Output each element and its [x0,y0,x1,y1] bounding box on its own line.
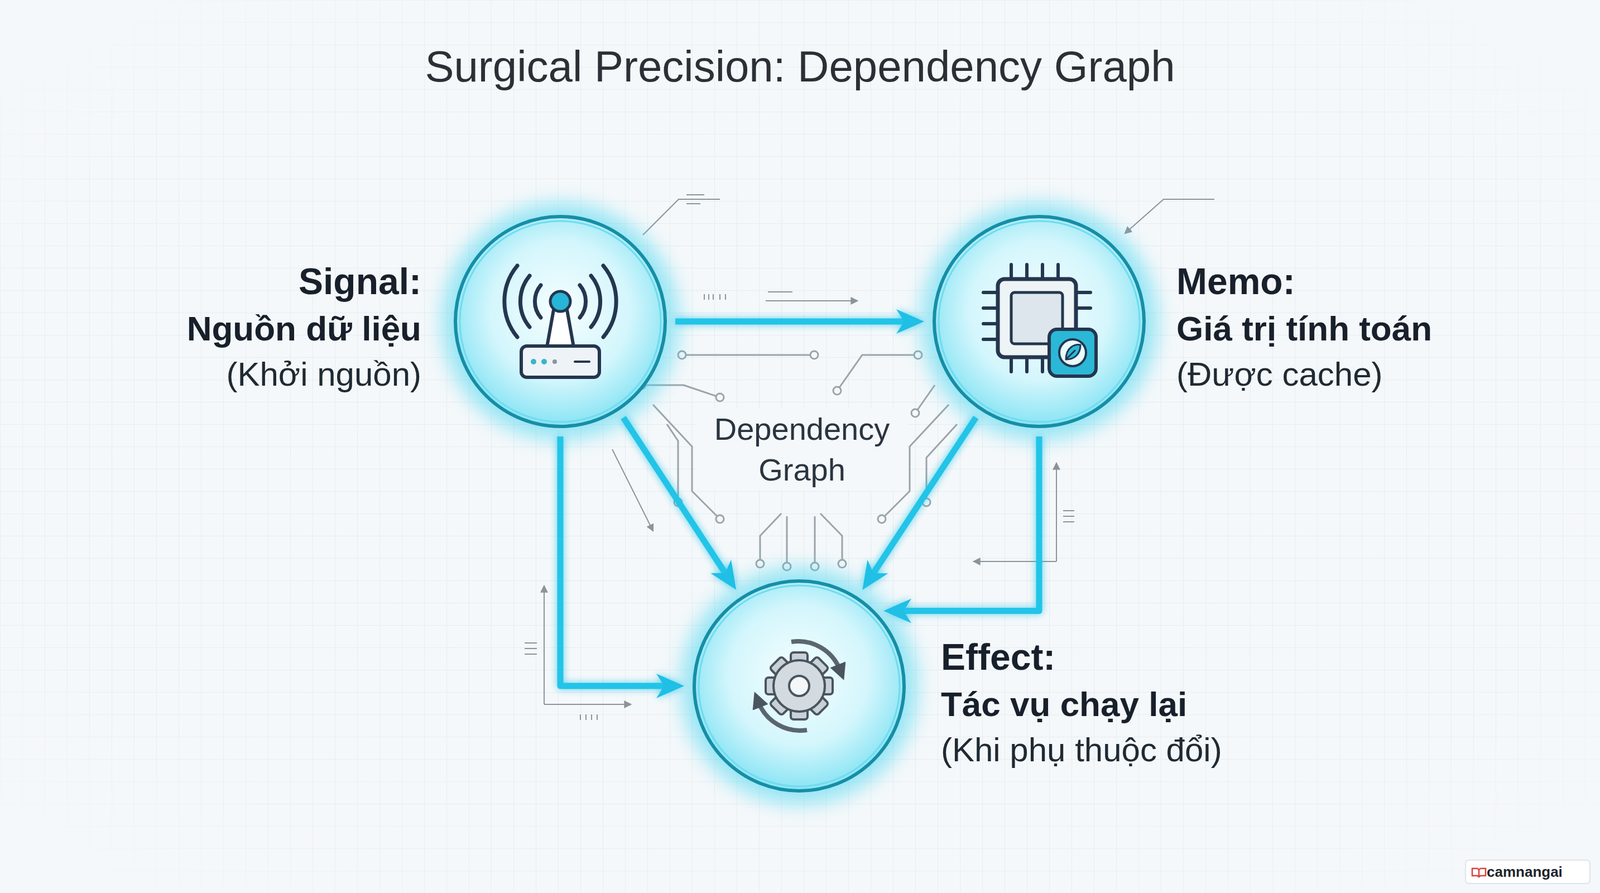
router-icon [504,265,617,378]
node-body: Nguồn dữ liệu [186,305,422,353]
trace-dots-part [833,386,842,395]
decor-leaders-part [1063,510,1075,522]
router-icon-part [521,346,600,378]
circuit-traces-part [786,516,789,567]
decor-leaders-part [704,294,726,300]
chip-icon [983,264,1097,377]
circuit-traces-part [681,354,815,357]
node-circle: Effect:Tác vụ chạy lại(Khi phụ thuộc đổi… [692,578,907,794]
node-heading: Effect: [940,632,1223,681]
circuit-traces-part [760,513,782,564]
node-body: Tác vụ chạy lại [940,680,1223,728]
circle-fill-part [933,215,1146,428]
decor-leaders-part [580,714,598,720]
chip-icon-part [1049,329,1097,377]
trace-dots-part [810,351,819,359]
node-label: Memo:Giá trị tính toán(Được cache) [1176,257,1433,397]
dependency-arrow [560,436,668,686]
decor-leaders-part [686,194,705,204]
router-icon-part [552,359,557,364]
gear-icon-part [791,641,840,670]
node-body: Giá trị tính toán [1176,305,1433,353]
circuit-traces-part [814,516,816,567]
circle-inner-ring [938,220,1140,422]
decor-leaders-part [1125,199,1215,234]
watermark-box [1465,859,1590,884]
circle-glow-part [920,203,1158,440]
circle-glow-part [441,203,679,440]
trace-dots-part [838,559,847,568]
circle-inner-ring [459,220,661,422]
chip-icon-part [1059,339,1087,367]
chip-icon-part [1065,344,1081,360]
node-label: Effect:Tác vụ chạy lại(Khi phụ thuộc đổi… [940,632,1223,773]
circle-ring [934,216,1145,427]
trace-dots-part [716,393,724,402]
decor-leaders-part [612,449,653,531]
decor-leaders-part [543,585,545,705]
router-icon-part [574,360,590,363]
node-circle: Memo:Giá trị tính toán(Được cache) [931,214,1147,429]
node-heading: Memo: [1176,257,1433,306]
gear-icon-part [769,656,829,716]
circle-inner-ring [698,585,900,787]
circle-ring [694,580,905,791]
watermark-box-part [1465,859,1590,884]
trace-dots-part [716,515,724,523]
gear-icon [758,641,840,731]
trace-dots [637,351,931,571]
circle-outline [453,214,668,429]
watermark-box-part [1472,868,1486,878]
watermark: camnangai [1486,861,1563,883]
trace-dots-part [678,351,686,359]
circle-ring [455,216,666,427]
circuit-traces-part [837,354,919,391]
dependency-arrow [675,318,908,325]
node-circle: Signal:Nguồn dữ liệu(Khởi nguồn) [453,214,668,429]
trace-dots-part [877,515,886,523]
circuit-traces [641,354,958,567]
router-icon-part [546,309,574,348]
router-icon-part [541,358,547,365]
decor-leaders-part [767,291,793,293]
decor-leaders-part [973,560,1057,562]
circle-fill-part [454,215,667,428]
node-heading: Signal: [186,257,422,306]
circuit-traces-part [915,385,935,413]
router-icon-part [550,291,571,312]
decor-leaders-part [544,703,631,705]
router-icon-part [530,358,537,365]
decor-leaders-part [524,642,537,655]
gear-icon-part [769,656,829,716]
trace-dots-part [911,409,920,417]
circuit-traces-part [820,513,843,564]
node-note: (Khi phụ thuộc đổi) [940,727,1223,773]
diagram-title: Surgical Precision: Dependency Graph [0,40,1600,93]
gear-icon-part [789,675,810,696]
decor-leaders-part [1055,463,1057,562]
node-note: (Được cache) [1176,352,1433,397]
node-label: Signal:Nguồn dữ liệu(Khởi nguồn) [186,257,422,397]
circle-outline [692,578,907,794]
dependency-arrow [900,436,1040,612]
circle-outline [931,214,1147,429]
decor-leaders-part [765,300,858,302]
gear-icon-part [758,702,807,731]
gear-icon-part [773,660,825,712]
node-note: (Khởi nguồn) [186,352,422,397]
chip-icon-part [983,264,1091,372]
circle-glow-part [680,567,918,805]
trace-dots-part [914,351,922,359]
trace-dots-part [756,559,765,568]
graph-label: Dependency Graph [695,408,908,490]
decor-leaders-part [642,199,720,235]
circle-fill-part [693,579,906,792]
